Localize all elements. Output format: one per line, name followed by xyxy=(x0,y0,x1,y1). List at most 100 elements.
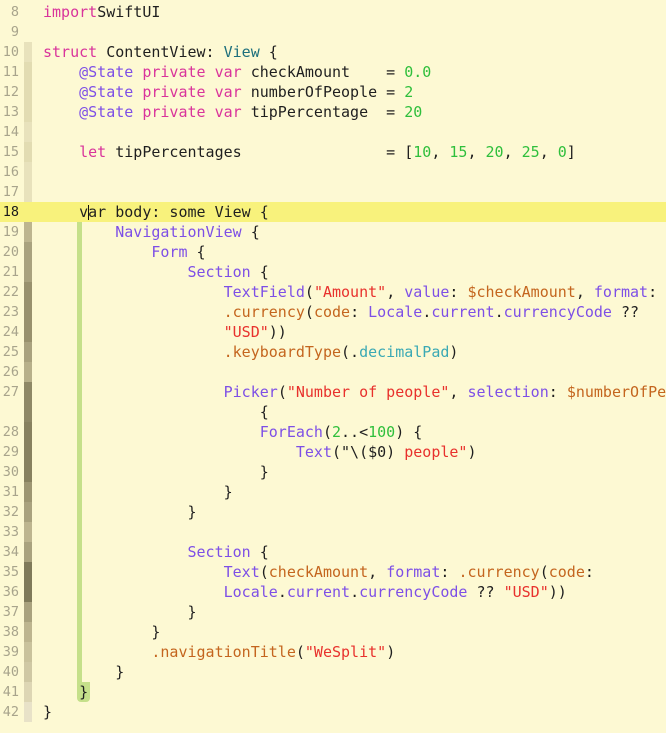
code-line[interactable]: 33 xyxy=(0,522,666,542)
attr-token: @State xyxy=(79,83,134,101)
line-number[interactable]: 12 xyxy=(2,84,19,100)
plain-token: (. xyxy=(341,343,360,361)
line-number[interactable]: 36 xyxy=(2,584,19,600)
code-line[interactable]: 38 } xyxy=(0,622,666,642)
change-bar xyxy=(24,162,32,182)
plain-token xyxy=(43,543,188,561)
plain-token xyxy=(43,243,151,261)
plain-token: ) xyxy=(467,443,477,461)
code-line[interactable]: 25 .keyboardType(.decimalPad) xyxy=(0,342,666,362)
code-line[interactable]: 27 Picker("Number of people", selection:… xyxy=(0,382,666,402)
line-number[interactable]: 33 xyxy=(2,524,19,540)
code-line[interactable]: 24 "USD")) xyxy=(0,322,666,342)
line-number[interactable]: 31 xyxy=(2,484,19,500)
line-number[interactable]: 22 xyxy=(2,284,19,300)
code-line[interactable]: 36 Locale.current.currencyCode ?? "USD")… xyxy=(0,582,666,602)
line-number[interactable]: 38 xyxy=(2,624,19,640)
fn-token: Section xyxy=(187,263,251,281)
line-number[interactable]: 18 xyxy=(2,204,19,220)
line-number[interactable]: 40 xyxy=(2,664,19,680)
line-number[interactable]: 11 xyxy=(2,64,19,80)
line-number[interactable]: 14 xyxy=(2,124,19,140)
line-number[interactable]: 24 xyxy=(2,324,19,340)
line-number[interactable]: 21 xyxy=(2,264,19,280)
line-number[interactable]: 26 xyxy=(2,364,19,380)
str-token: "Amount" xyxy=(313,283,387,301)
code-line[interactable]: 15 let tipPercentages = [10, 15, 20, 25,… xyxy=(0,142,666,162)
line-number[interactable]: 28 xyxy=(2,424,19,440)
fn-token: currencyCode xyxy=(359,583,468,601)
line-number[interactable]: 39 xyxy=(2,644,19,660)
line-number[interactable]: 23 xyxy=(2,304,19,320)
line-number[interactable]: 34 xyxy=(2,544,19,560)
code-line[interactable]: 17 xyxy=(0,182,666,202)
line-number[interactable]: 32 xyxy=(2,504,19,520)
enum-token: decimalPad xyxy=(359,343,450,361)
change-bar xyxy=(24,342,32,362)
code-line[interactable]: 35 Text(checkAmount, format: .currency(c… xyxy=(0,562,666,582)
line-number[interactable]: 19 xyxy=(2,224,19,240)
code-line[interactable]: 23 .currency(code: Locale.current.curren… xyxy=(0,302,666,322)
code-line[interactable]: 40 } xyxy=(0,662,666,682)
plain-token: ( xyxy=(539,563,549,581)
line-number[interactable]: 10 xyxy=(2,44,19,60)
change-bar xyxy=(24,282,32,302)
code-line[interactable]: 9 xyxy=(0,22,666,42)
code-line[interactable]: 14 xyxy=(0,122,666,142)
num-token: 15 xyxy=(449,143,468,161)
line-number[interactable]: 25 xyxy=(2,344,19,360)
code-line[interactable]: 12 @State private var numberOfPeople = 2 xyxy=(0,82,666,102)
change-bar xyxy=(24,582,32,602)
plain-token: } xyxy=(43,623,161,641)
code-text: } xyxy=(43,462,666,482)
line-number[interactable]: 8 xyxy=(10,4,19,20)
line-number[interactable]: 17 xyxy=(2,184,19,200)
line-number[interactable]: 15 xyxy=(2,144,19,160)
prop-token: .navigationTitle xyxy=(151,643,296,661)
plain-token: , xyxy=(431,143,450,161)
plain-token: { xyxy=(250,263,269,281)
code-line[interactable]: 18 var body: some View { xyxy=(0,202,666,222)
code-line[interactable]: 29 Text("\($0) people") xyxy=(0,442,666,462)
line-number[interactable]: 27 xyxy=(2,384,19,400)
code-text: } xyxy=(43,622,666,642)
code-line[interactable]: 32 } xyxy=(0,502,666,522)
line-number[interactable]: 9 xyxy=(10,24,19,40)
line-number[interactable]: 29 xyxy=(2,444,19,460)
fn-token: Section xyxy=(187,543,251,561)
line-number[interactable]: 37 xyxy=(2,604,19,620)
code-line[interactable]: 11 @State private var checkAmount = 0.0 xyxy=(0,62,666,82)
code-line[interactable]: 22 TextField("Amount", value: $checkAmou… xyxy=(0,282,666,302)
plain-token: : xyxy=(648,283,658,301)
code-line[interactable]: 34 Section { xyxy=(0,542,666,562)
change-bar xyxy=(24,502,32,522)
code-line[interactable]: 30 } xyxy=(0,462,666,482)
code-line[interactable]: 31 } xyxy=(0,482,666,502)
line-number[interactable]: 35 xyxy=(2,564,19,580)
code-line[interactable]: 42} xyxy=(0,702,666,722)
line-number[interactable]: 20 xyxy=(2,244,19,260)
attr-token: @State xyxy=(79,63,134,81)
code-line[interactable]: 28 ForEach(2..<100) { xyxy=(0,422,666,442)
line-number[interactable]: 30 xyxy=(2,464,19,480)
change-bar xyxy=(24,602,32,622)
code-line[interactable]: 13 @State private var tipPercentage = 20 xyxy=(0,102,666,122)
code-line[interactable]: 39 .navigationTitle("WeSplit") xyxy=(0,642,666,662)
plain-token: } xyxy=(43,483,233,501)
line-number[interactable]: 13 xyxy=(2,104,19,120)
line-number[interactable]: 16 xyxy=(2,164,19,180)
code-line[interactable]: 20 Form { xyxy=(0,242,666,262)
code-line[interactable]: 16 xyxy=(0,162,666,182)
code-line[interactable]: 41 } xyxy=(0,682,666,702)
line-number[interactable]: 42 xyxy=(2,704,19,720)
code-line[interactable]: 37 } xyxy=(0,602,666,622)
code-line[interactable]: 26 xyxy=(0,362,666,382)
line-number[interactable]: 41 xyxy=(2,684,19,700)
code-line[interactable]: 19 NavigationView { xyxy=(0,222,666,242)
code-line[interactable]: { xyxy=(0,402,666,422)
code-line[interactable]: 21 Section { xyxy=(0,262,666,282)
plain-token xyxy=(43,143,79,161)
